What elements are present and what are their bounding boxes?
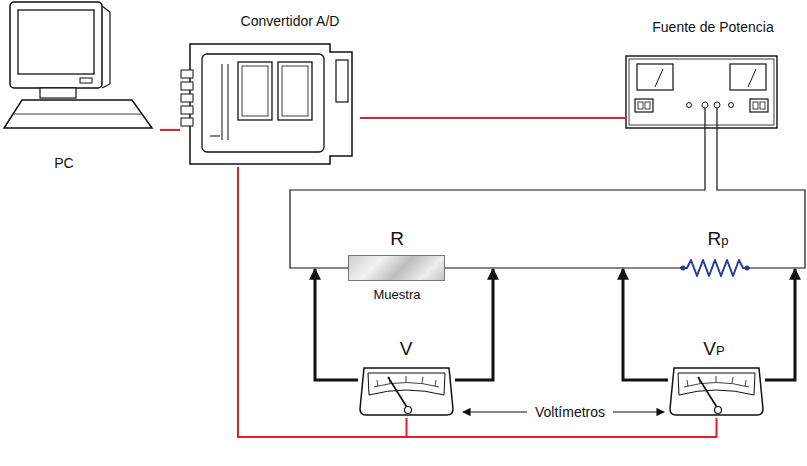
resistor-symbol: Rp — [680, 258, 750, 278]
sample-label: Muestra — [374, 288, 421, 303]
probe-lead — [623, 269, 668, 380]
circuit-wire — [717, 137, 805, 268]
component-label: Rp — [708, 228, 729, 250]
meter-label: V — [400, 338, 413, 360]
sample-resistor: RMuestra — [348, 255, 445, 281]
resistor-symbol — [680, 258, 750, 278]
converter-icon — [180, 40, 360, 167]
voltmeter: V — [358, 365, 455, 418]
computer-icon — [0, 0, 160, 135]
device-label: Fuente de Potencia — [652, 19, 773, 35]
power-supply-icon — [625, 55, 778, 137]
data-cable — [238, 167, 717, 437]
power-supply: Fuente de Potencia — [625, 55, 778, 137]
callout-arrow — [463, 411, 527, 412]
meter-label: VP — [703, 338, 724, 360]
voltmeter: VP — [668, 365, 765, 418]
voltmeter-icon — [358, 365, 455, 418]
callout-label: Voltímetros — [535, 404, 605, 420]
ad-converter: Convertidor A/D — [180, 40, 360, 167]
data-cable — [360, 117, 625, 119]
device-label: Convertidor A/D — [241, 13, 340, 29]
device-label: PC — [54, 155, 73, 171]
component-label: R — [390, 228, 404, 250]
voltmeter-icon — [668, 365, 765, 418]
callout-arrow — [613, 411, 664, 412]
probe-lead — [765, 269, 795, 380]
probe-lead — [315, 269, 358, 380]
computer: PC — [0, 0, 160, 135]
circuit-wire — [445, 267, 680, 268]
probe-lead — [455, 269, 493, 380]
data-cable — [160, 129, 180, 131]
